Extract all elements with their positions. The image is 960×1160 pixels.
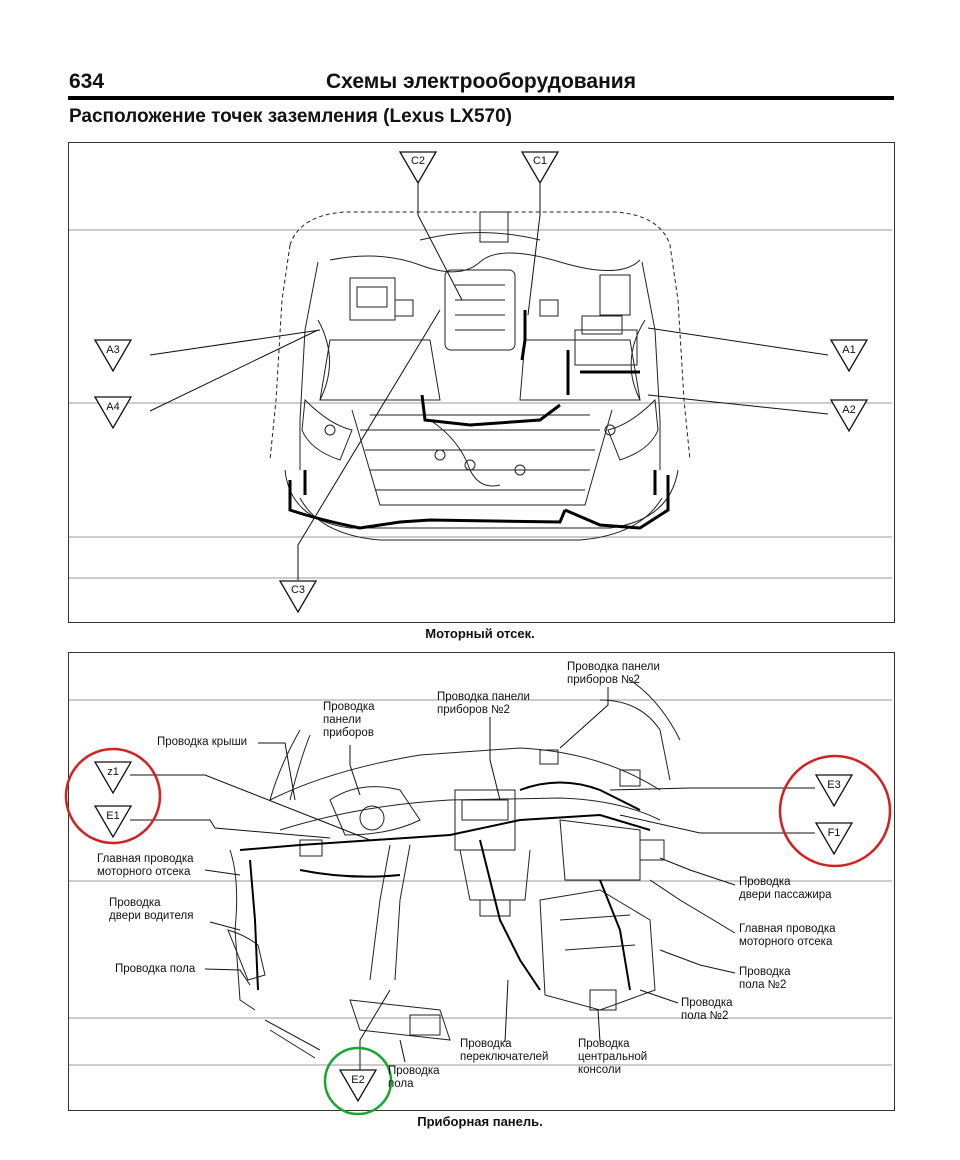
svg-text:E2: E2 (351, 1074, 364, 1086)
highlight-circle-right (778, 754, 892, 868)
label-main-engine-right: Главная проводка (739, 923, 836, 935)
label-main-engine-left: Главная проводка (97, 853, 194, 865)
dashboard-labels: Проводка крыши Проводка панели приборов … (97, 661, 836, 1090)
ground-point-e2: E2 (338, 1069, 378, 1103)
svg-text:пола №2: пола №2 (739, 979, 786, 991)
scan-lines (69, 229, 892, 1066)
ground-point-a1: A1 (829, 339, 869, 373)
svg-text:приборов: приборов (323, 727, 374, 739)
svg-text:C3: C3 (291, 584, 305, 596)
dashboard-leader-lines (130, 687, 815, 1070)
ground-point-a2: A2 (829, 399, 869, 433)
label-ip2-right: Проводка панели (567, 661, 660, 673)
label-roof-wiring: Проводка крыши (157, 736, 247, 748)
page-number: 634 (69, 70, 105, 93)
ground-point-z1: z1 (93, 761, 133, 795)
engine-bay-illustration (269, 211, 691, 541)
ground-point-c2: C2 (398, 151, 438, 185)
label-driver-door: Проводка (109, 897, 161, 909)
label-console-wiring: Проводка (578, 1038, 630, 1050)
ground-point-c3: C3 (278, 580, 318, 614)
label-ip2-center: Проводка панели (437, 691, 530, 703)
svg-text:z1: z1 (107, 766, 119, 778)
label-floor2-right: Проводка (739, 966, 791, 978)
dashboard-illustration (227, 679, 681, 1059)
svg-text:приборов №2: приборов №2 (437, 704, 510, 716)
svg-text:приборов №2: приборов №2 (567, 674, 640, 686)
svg-text:пола: пола (388, 1078, 414, 1090)
svg-text:C2: C2 (411, 155, 425, 167)
engine-leader-lines (149, 182, 829, 580)
svg-text:E3: E3 (827, 779, 840, 791)
engine-harness-bold (288, 310, 670, 530)
highlight-circle-bottom (323, 1046, 393, 1116)
svg-text:моторного отсека: моторного отсека (97, 866, 191, 878)
dashboard-caption: Приборная панель. (417, 1114, 543, 1129)
svg-text:E1: E1 (106, 810, 119, 822)
label-floor2-mid: Проводка (681, 997, 733, 1009)
svg-text:пола №2: пола №2 (681, 1010, 728, 1022)
svg-text:двери пассажира: двери пассажира (739, 889, 832, 901)
svg-text:центральной: центральной (578, 1051, 647, 1063)
svg-text:A2: A2 (842, 404, 855, 416)
svg-text:переключателей: переключателей (460, 1051, 548, 1063)
label-ip-wiring: Проводка (323, 701, 375, 713)
svg-text:A4: A4 (106, 401, 119, 413)
label-passenger-door: Проводка (739, 876, 791, 888)
section-title: Схемы электрооборудования (326, 70, 636, 93)
engine-bay-panel (68, 142, 895, 623)
dashboard-harness (239, 781, 651, 991)
engine-bay-caption: Моторный отсек. (425, 626, 535, 641)
ground-point-f1: F1 (814, 822, 854, 856)
header-rule (68, 96, 894, 100)
svg-text:консоли: консоли (578, 1064, 621, 1076)
highlight-circle-left (64, 747, 162, 845)
svg-text:моторного отсека: моторного отсека (739, 936, 833, 948)
label-floor-left: Проводка пола (115, 963, 196, 975)
svg-text:F1: F1 (828, 827, 841, 839)
ground-point-c1: C1 (520, 151, 560, 185)
page-subtitle: Расположение точек заземления (Lexus LX5… (69, 106, 512, 127)
ground-point-a4: A4 (93, 396, 133, 430)
svg-text:A3: A3 (106, 344, 119, 356)
ground-point-e1: E1 (93, 805, 133, 839)
ground-point-a3: A3 (93, 339, 133, 373)
label-switch-wiring: Проводка (460, 1038, 512, 1050)
svg-text:двери водителя: двери водителя (109, 910, 193, 922)
svg-text:A1: A1 (842, 344, 855, 356)
ground-point-e3: E3 (814, 774, 854, 808)
svg-text:C1: C1 (533, 155, 547, 167)
label-floor-bottom: Проводка (388, 1065, 440, 1077)
svg-text:панели: панели (323, 714, 361, 726)
